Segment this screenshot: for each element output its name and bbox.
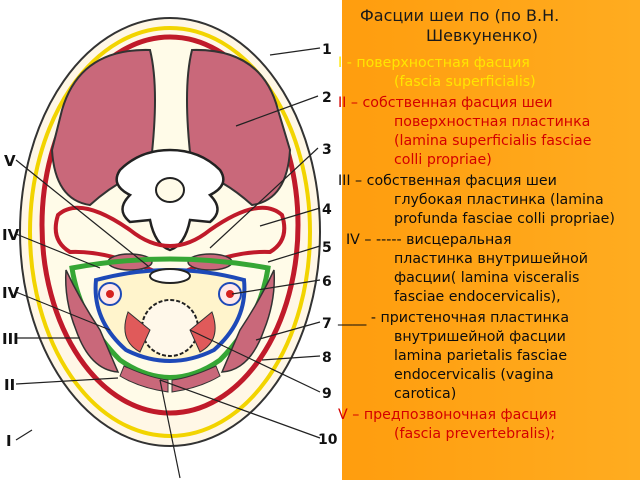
leader-lines-right — [159, 47, 321, 439]
legend-item-2: II – собственная фасция шеи поверхностна… — [338, 95, 592, 168]
label-right-8: 8 — [322, 350, 332, 366]
label-right-6: 6 — [322, 274, 332, 290]
prevertebral-fascia-red — [53, 205, 287, 281]
legend-item-1: I - поверхностная фасция (fascia superfi… — [338, 55, 536, 90]
legend-item-3: III – собственная фасция шеи глубокая пл… — [338, 173, 615, 227]
esophagus — [149, 268, 191, 284]
vertebral-foramen — [155, 177, 185, 203]
scm-right — [220, 269, 276, 373]
neck-cross-section-figure: V IV IV III II I 1 2 3 4 5 6 7 8 9 10 — [2, 17, 338, 479]
infrahyoid-left — [119, 365, 169, 393]
slide-title-line2: Шевкуненко) — [426, 26, 538, 45]
label-right-9: 9 — [322, 386, 332, 402]
slide-title: Фасции шеи по (по В.Н. Шевкуненко) — [338, 6, 638, 46]
scm-left — [64, 269, 120, 373]
legend-item-4: IV – ----- висцеральная пластинка внутри… — [346, 232, 589, 305]
label-right-5: 5 — [322, 240, 332, 256]
slide-title-line1: Фасции шеи по (по В.Н. — [360, 6, 560, 25]
label-left-6: I — [6, 432, 12, 450]
label-right-3: 3 — [322, 142, 332, 158]
legend-item-5: ____ - пристеночная пластинка внутришейн… — [338, 310, 570, 402]
left-labels: V IV IV III II I — [2, 152, 20, 450]
legend-item-6: V – предпозвоночная фасция (fascia preve… — [338, 407, 557, 442]
label-left-2: IV — [2, 226, 20, 244]
legend-panel: Фасции шеи по (по В.Н. Шевкуненко) I - п… — [338, 6, 638, 476]
label-left-5: II — [4, 376, 15, 394]
superficial-fascia-yellow — [28, 26, 312, 438]
trachea — [141, 299, 199, 357]
label-right-7: 7 — [322, 316, 332, 332]
right-labels: 1 2 3 4 5 6 7 8 9 10 — [318, 42, 338, 448]
label-right-4: 4 — [322, 202, 332, 218]
leader-lines-left — [15, 159, 181, 479]
label-left-3: IV — [2, 284, 20, 302]
label-left-1: V — [4, 152, 16, 170]
label-left-4: III — [2, 330, 19, 348]
label-right-10: 10 — [318, 432, 338, 448]
label-right-1: 1 — [322, 42, 332, 58]
thyroid-left — [124, 311, 151, 353]
infrahyoid-right — [171, 365, 221, 393]
label-right-2: 2 — [322, 90, 332, 106]
